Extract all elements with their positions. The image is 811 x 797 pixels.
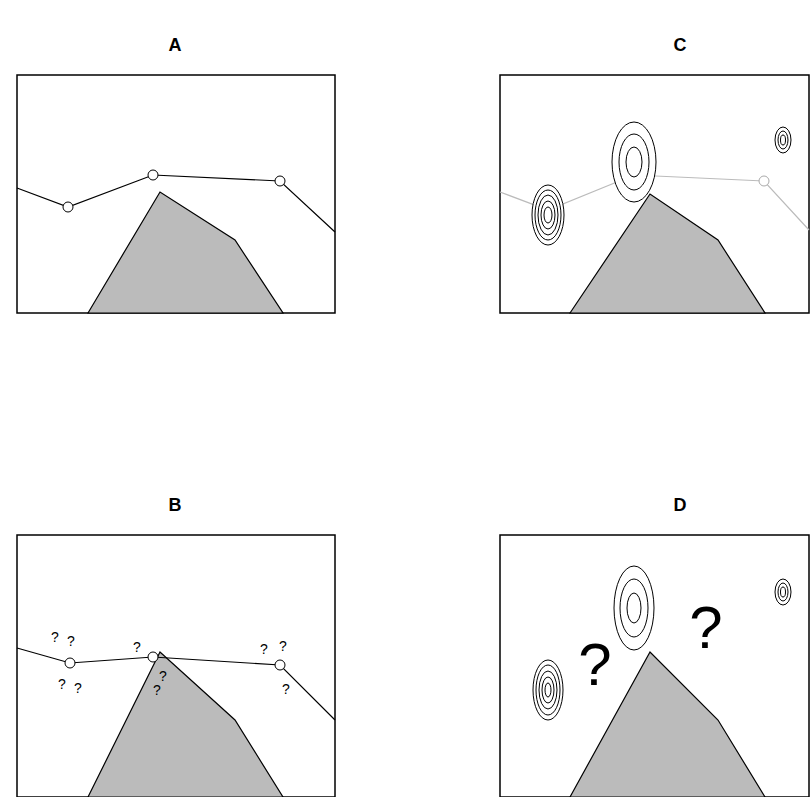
question-mark: ?: [578, 635, 611, 695]
waypoint: [275, 176, 285, 186]
question-mark: ?: [159, 669, 167, 683]
panel-letter: B: [169, 496, 182, 514]
question-mark: ?: [67, 634, 75, 648]
track-line: [17, 175, 335, 232]
panel-letter: A: [169, 36, 182, 54]
mountain: [570, 194, 765, 313]
waypoint: [65, 658, 75, 668]
question-mark: ?: [51, 630, 59, 644]
panel-frame: [17, 535, 335, 797]
waypoint: [63, 202, 73, 212]
waypoint: [759, 176, 769, 186]
question-mark: ?: [74, 681, 82, 695]
question-mark: ?: [153, 683, 161, 697]
track-line: [17, 648, 335, 720]
waypoint: [148, 170, 158, 180]
contours: [532, 122, 791, 245]
question-mark: ?: [689, 598, 722, 658]
waypoint: [275, 660, 285, 670]
waypoint: [148, 652, 158, 662]
question-mark: ?: [133, 640, 141, 654]
track-line: [500, 175, 809, 230]
panel-letter: D: [674, 496, 687, 514]
contours: [533, 566, 791, 720]
mountain: [88, 192, 283, 313]
question-mark: ?: [282, 682, 290, 696]
panel-frame: [500, 535, 809, 797]
question-mark: ?: [260, 642, 268, 656]
mountain: [88, 652, 283, 797]
question-mark: ?: [58, 677, 66, 691]
question-mark: ?: [279, 639, 287, 653]
panel-frame: [500, 75, 809, 313]
panel-letter: C: [674, 36, 687, 54]
panel-frame: [17, 75, 335, 313]
